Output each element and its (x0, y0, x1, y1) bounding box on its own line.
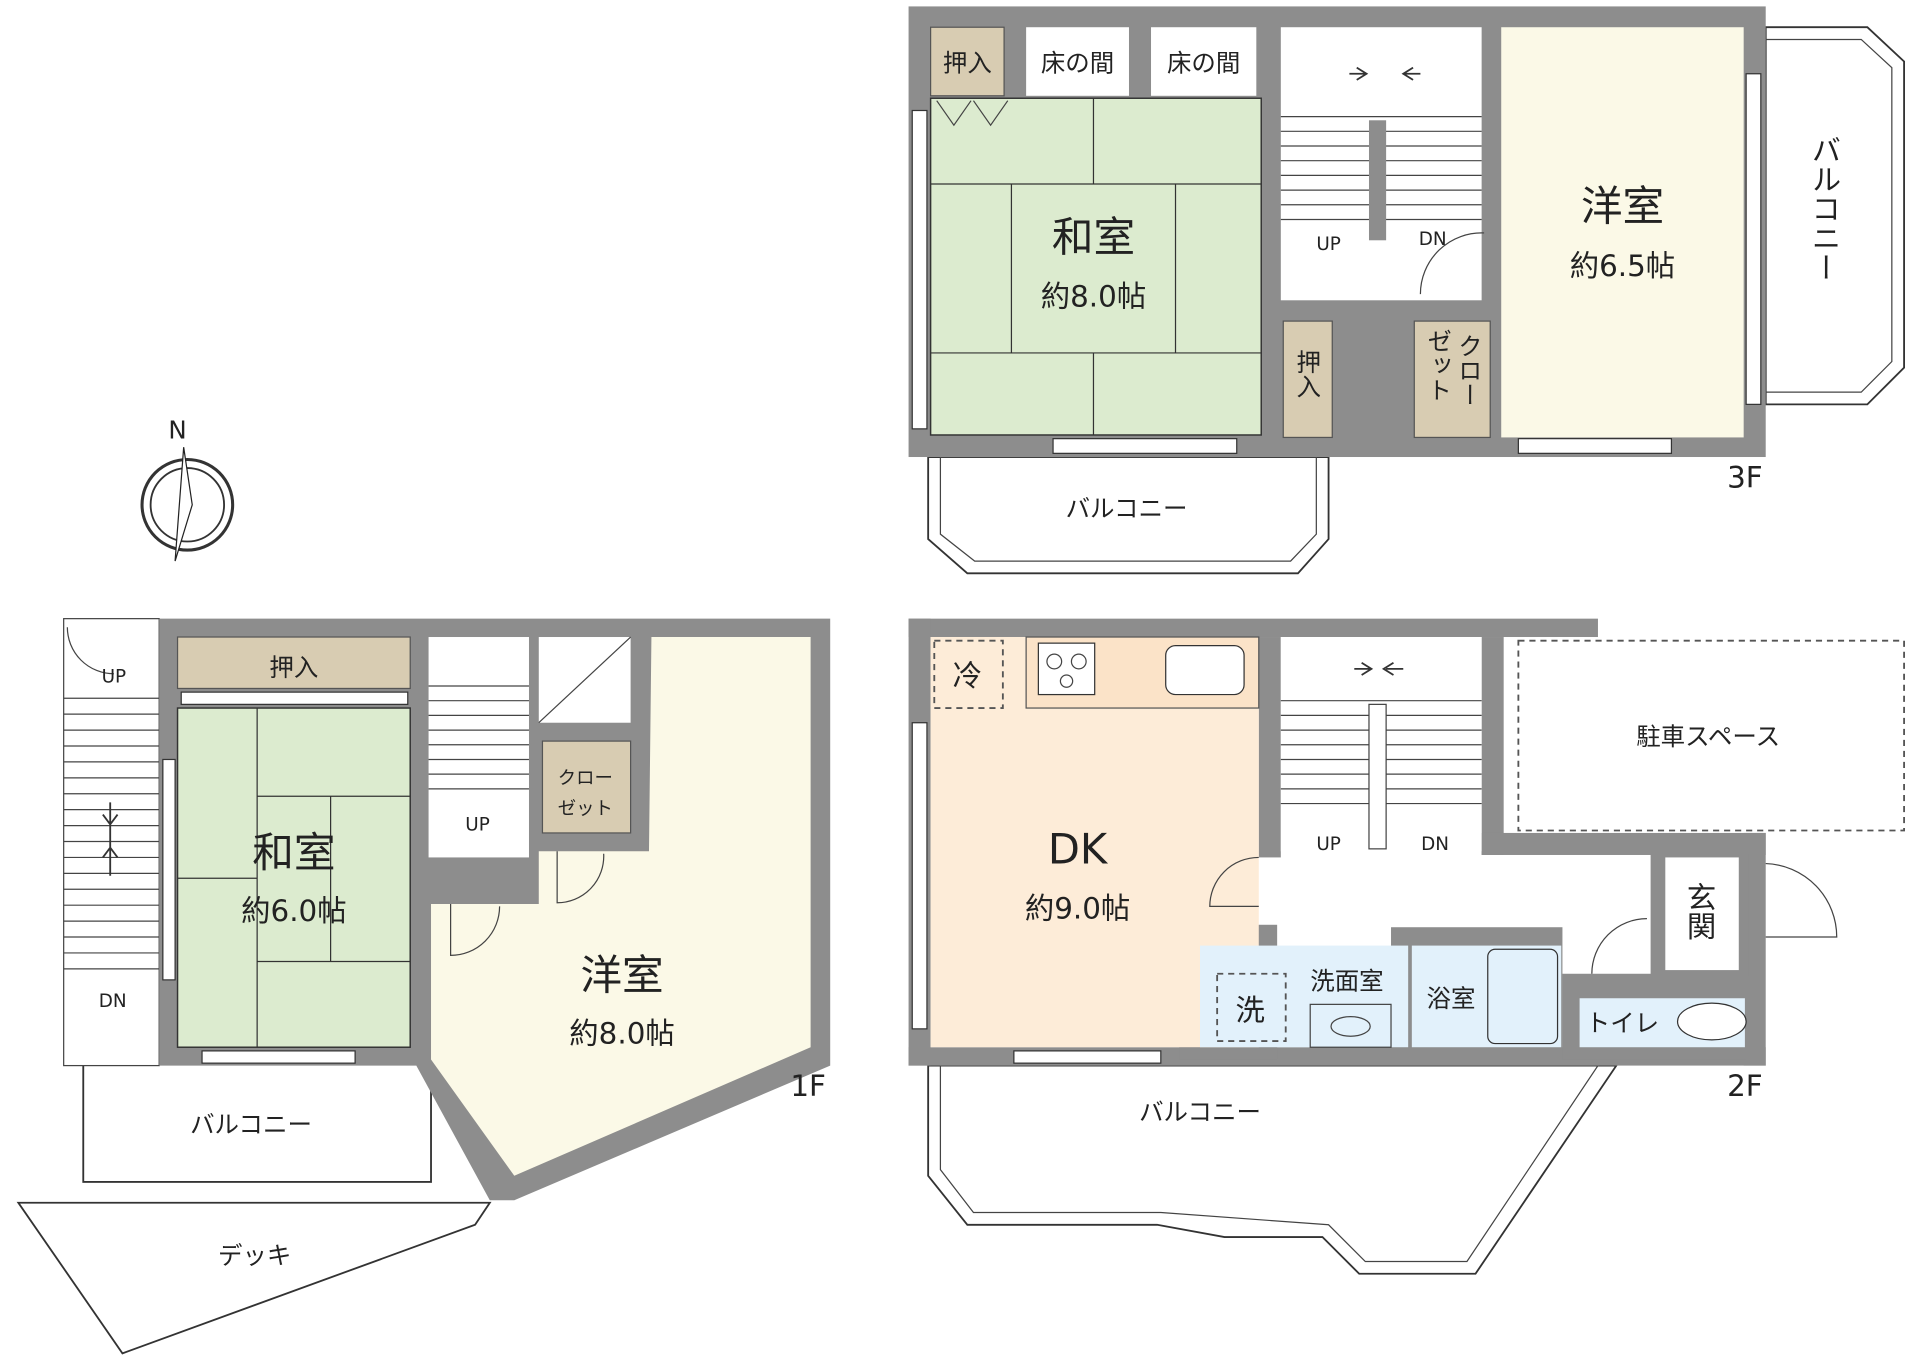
yoshitsu-3f-name: 洋室 (1581, 182, 1664, 231)
washitsu-3f-name: 和室 (1052, 212, 1135, 261)
floor-1f-label: 1F (790, 1069, 826, 1103)
balcony-2f-label: バルコニー (1139, 1098, 1261, 1127)
dk-name: DK (1048, 825, 1109, 874)
closet-door-icon (936, 100, 1009, 127)
tokonoma-2-label: 床の間 (1167, 48, 1240, 77)
parking-space (1517, 639, 1905, 832)
closet-1f-label-2: ゼット (558, 799, 613, 820)
bathtub-icon (1487, 948, 1559, 1045)
closet-1f-label-1: クロー (558, 768, 613, 789)
deck-label: デッキ (218, 1241, 291, 1270)
balcony-3f-right-label: バルコニー (1807, 135, 1841, 282)
stair-2f-dn: DN (1421, 834, 1449, 855)
floor-3f: 押入 床の間 床の間 和室 約8.0帖 洋室 約6.5帖 押入 クロー ゼット … (908, 6, 1905, 575)
washitsu-3f-size: 約8.0帖 (1041, 279, 1146, 313)
toilet-label: トイレ (1586, 1008, 1659, 1037)
entrance-label: 玄関 (1683, 882, 1717, 941)
sink-icon (1165, 644, 1245, 696)
washroom-label: 洗面室 (1310, 967, 1383, 996)
balcony-2f (927, 1064, 1619, 1275)
dk-size: 約9.0帖 (1025, 892, 1130, 926)
oshiire-1f (176, 636, 411, 690)
balcony-3f-bottom-label: バルコニー (1066, 494, 1188, 523)
yoshitsu-1f (431, 637, 811, 1176)
bathroom-label: 浴室 (1427, 984, 1476, 1013)
tokonoma-2 (1151, 27, 1257, 96)
north-compass: N (140, 416, 235, 562)
compass-north-label: N (168, 416, 186, 445)
closet-1f (541, 740, 632, 834)
stair-1f-up: UP (465, 814, 490, 835)
outer-stair-dn: DN (99, 991, 127, 1012)
oshiire-3f-top-label: 押入 (943, 48, 992, 77)
fridge-label: 冷 (953, 659, 982, 693)
toilet-icon (1676, 1002, 1747, 1041)
stair-3f-up: UP (1316, 234, 1341, 255)
yoshitsu-3f-size: 約6.5帖 (1570, 249, 1675, 283)
parking-label: 駐車スペース (1636, 722, 1780, 751)
floor-2f: 冷 DK 約9.0帖 UP DN 駐車スペース 玄関 洗 洗面室 浴室 トイレ … (908, 618, 1905, 1275)
closet-3f (1413, 320, 1491, 439)
entrance (1665, 857, 1739, 971)
deck (16, 1201, 492, 1355)
floor-1f: 押入 和室 約6.0帖 クロー ゼット 洋室 約8.0帖 UP UP DN バル… (16, 618, 831, 1355)
floor-3f-label: 3F (1727, 461, 1763, 495)
closet-3f-label-2: ゼット (1424, 328, 1453, 401)
wash-basin-icon (1330, 1015, 1371, 1037)
yoshitsu-1f-name: 洋室 (580, 951, 663, 1000)
oshiire-1f-label: 押入 (269, 653, 318, 682)
washitsu-3f (929, 97, 1262, 436)
oshiire-3f-hall (1282, 320, 1333, 439)
yoshitsu-1f-size: 約8.0帖 (569, 1017, 674, 1051)
tokonoma-1 (1026, 27, 1129, 96)
washer-label: 洗 (1236, 993, 1265, 1027)
closet-3f-label-1: クロー (1455, 333, 1484, 406)
door-icon (1419, 232, 1485, 295)
tokonoma-1-label: 床の間 (1041, 48, 1114, 77)
entrance-door-icon (1765, 862, 1838, 938)
fridge-space (933, 639, 1004, 709)
oshiire-3f-top (930, 26, 1005, 97)
washer-space (1216, 972, 1287, 1043)
yoshitsu-3f (1501, 27, 1744, 438)
oshiire-3f-hall-label: 押入 (1293, 349, 1322, 398)
stove-icon (1037, 642, 1096, 696)
stair-2f-up: UP (1316, 834, 1341, 855)
washitsu-1f-name: 和室 (252, 828, 335, 877)
balcony-1f-label: バルコニー (190, 1110, 312, 1139)
washitsu-1f-size: 約6.0帖 (241, 894, 346, 928)
outer-stair-up: UP (102, 666, 127, 687)
stair-3f-dn: DN (1419, 229, 1447, 250)
stairs-1f (428, 637, 529, 858)
floor-2f-label: 2F (1727, 1069, 1763, 1103)
door-icon (1209, 856, 1259, 908)
